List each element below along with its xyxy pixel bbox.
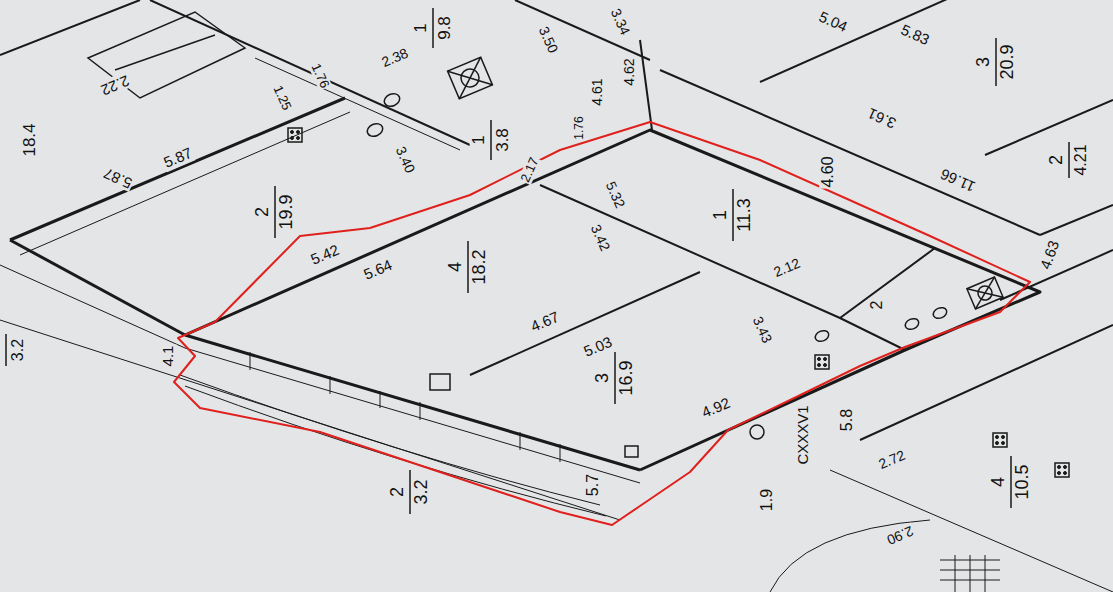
stairs bbox=[940, 555, 1000, 592]
plan-label: 2 bbox=[868, 300, 886, 311]
plan-label: 1.25 bbox=[270, 83, 294, 114]
plan-label: 5.8 bbox=[838, 408, 856, 432]
thin-lines bbox=[0, 58, 1113, 592]
plan-label: 3.2 bbox=[412, 478, 432, 505]
plan-label: 20.9 bbox=[998, 43, 1018, 80]
plan-label: 2 bbox=[388, 486, 408, 498]
plan-label: 3.50 bbox=[535, 24, 561, 57]
plan-label: 3.40 bbox=[392, 144, 418, 177]
plan-label: 18.2 bbox=[470, 248, 490, 285]
plan-label: 2.72 bbox=[876, 447, 909, 473]
plan-label: 3.2 bbox=[9, 338, 27, 362]
plan-label: 4 bbox=[446, 261, 466, 273]
plan-label: 9.8 bbox=[436, 15, 455, 41]
plan-label: 5.64 bbox=[360, 256, 395, 283]
plan-label: 5.87 bbox=[100, 164, 135, 192]
plan-label: 5.42 bbox=[307, 241, 342, 268]
plan-label: CXXXV1 bbox=[795, 404, 812, 465]
plan-label: 3.8 bbox=[494, 127, 513, 153]
plan-label: 10.5 bbox=[1013, 463, 1033, 500]
plan-label: 5.32 bbox=[602, 179, 628, 212]
plan-label: 4.1 bbox=[160, 345, 177, 368]
plan-label: 1.76 bbox=[573, 115, 586, 140]
plan-label: 1 bbox=[470, 134, 489, 145]
plan-label: 2.17 bbox=[518, 155, 542, 186]
plan-label: 3.61 bbox=[864, 104, 899, 132]
fraction-bars bbox=[6, 8, 1069, 514]
plan-label: 4.67 bbox=[527, 308, 562, 335]
plan-label: 3.42 bbox=[587, 222, 613, 255]
plan-label: 18.4 bbox=[21, 122, 40, 157]
plan-label: 16.9 bbox=[617, 359, 637, 396]
plan-label: 19.9 bbox=[277, 193, 297, 230]
plan-label: 5.7 bbox=[584, 473, 602, 497]
plan-label: 4.21 bbox=[1072, 143, 1090, 176]
apartment-outline bbox=[174, 122, 1030, 525]
plan-label: 4 bbox=[989, 476, 1009, 488]
plan-label: 1.9 bbox=[758, 488, 776, 512]
plan-label: 5.04 bbox=[815, 8, 850, 36]
plan-label: 2.12 bbox=[771, 255, 804, 281]
plan-label: 3.34 bbox=[607, 6, 633, 39]
plan-label: 2 bbox=[1047, 154, 1067, 166]
plan-label: 2.38 bbox=[379, 45, 412, 71]
plan-label: 3.43 bbox=[749, 314, 775, 347]
plan-label: 4.92 bbox=[698, 394, 733, 421]
plan-label: 1 bbox=[412, 22, 431, 33]
plan-label: 3 bbox=[593, 372, 613, 384]
plan-label: 2.90 bbox=[884, 522, 917, 548]
plan-label: 11.3 bbox=[735, 197, 755, 233]
plan-label: 5.83 bbox=[897, 21, 932, 49]
plan-label: 5.03 bbox=[580, 333, 615, 360]
plan-label: 3 bbox=[974, 56, 994, 68]
plan-label: 1 bbox=[711, 209, 731, 221]
plan-label: 2 bbox=[253, 206, 273, 218]
plan-label: 11.66 bbox=[937, 165, 979, 196]
plan-label: 5.87 bbox=[160, 144, 195, 171]
fixtures bbox=[365, 91, 948, 457]
plan-label: 4.61 bbox=[590, 77, 605, 106]
bath-symbol bbox=[967, 277, 1003, 309]
plan-label: 2.22 bbox=[97, 71, 132, 98]
bathtub-left bbox=[88, 12, 245, 98]
vent-symbols bbox=[288, 128, 1069, 477]
bath-symbol bbox=[448, 57, 493, 99]
plan-label: 4.62 bbox=[622, 57, 637, 86]
plan-label: 4.60 bbox=[819, 155, 837, 188]
plan-label: 4.63 bbox=[1037, 238, 1063, 273]
plan-label: 1.76 bbox=[308, 61, 332, 92]
